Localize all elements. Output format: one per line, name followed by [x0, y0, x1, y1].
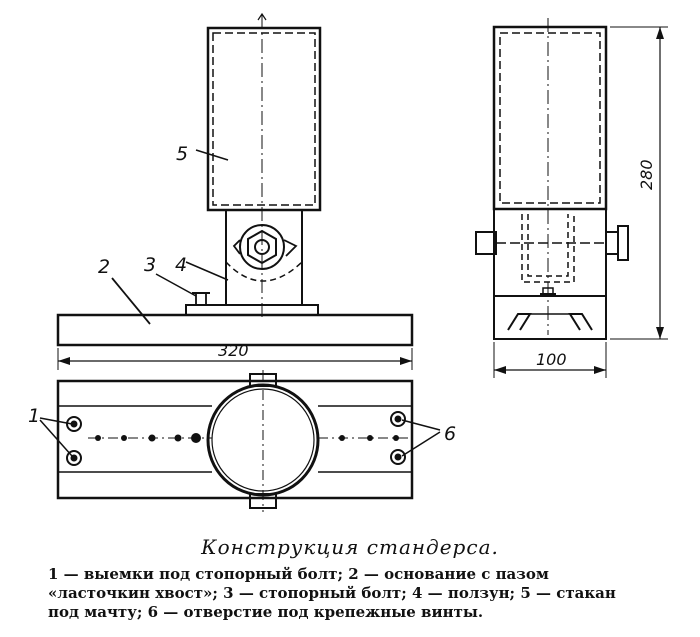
dim-320: 320	[218, 341, 249, 360]
figure-title: Конструкция стандерса.	[201, 535, 499, 559]
dim-280: 280	[637, 159, 656, 190]
front-view	[56, 12, 414, 370]
label-4: 4	[175, 254, 187, 276]
legend-line: под мачту; 6 — отверстие под крепежные в…	[48, 603, 484, 621]
label-6: 6	[444, 423, 456, 445]
mount-hole-left-bottom	[66, 450, 82, 466]
mount-hole-right-top	[390, 411, 406, 427]
side-view	[475, 18, 668, 378]
mast-cup-inner	[212, 32, 316, 206]
dim-100: 100	[536, 350, 567, 369]
mount-hole-right-bottom	[390, 449, 406, 465]
base-top	[56, 379, 414, 500]
base-plate	[56, 313, 414, 347]
stop-bolt	[195, 292, 207, 306]
label-2: 2	[98, 256, 110, 278]
top-view	[39, 370, 441, 512]
stop-recesses	[95, 433, 399, 443]
stop-bolt-nut	[247, 229, 277, 265]
mount-hole-left-top	[66, 416, 82, 432]
figure-legend: 1 — выемки под стопорный болт; 2 — основ…	[48, 565, 683, 622]
label-5: 5	[176, 143, 188, 165]
legend-line: «ласточкин хвост»; 3 — стопорный болт; 4…	[48, 584, 616, 602]
label-1: 1	[28, 405, 40, 427]
legend-line: 1 — выемки под стопорный болт; 2 — основ…	[48, 565, 549, 583]
label-3: 3	[144, 254, 156, 276]
stop-bolt-washer	[239, 224, 285, 270]
mast-cup	[206, 26, 322, 212]
